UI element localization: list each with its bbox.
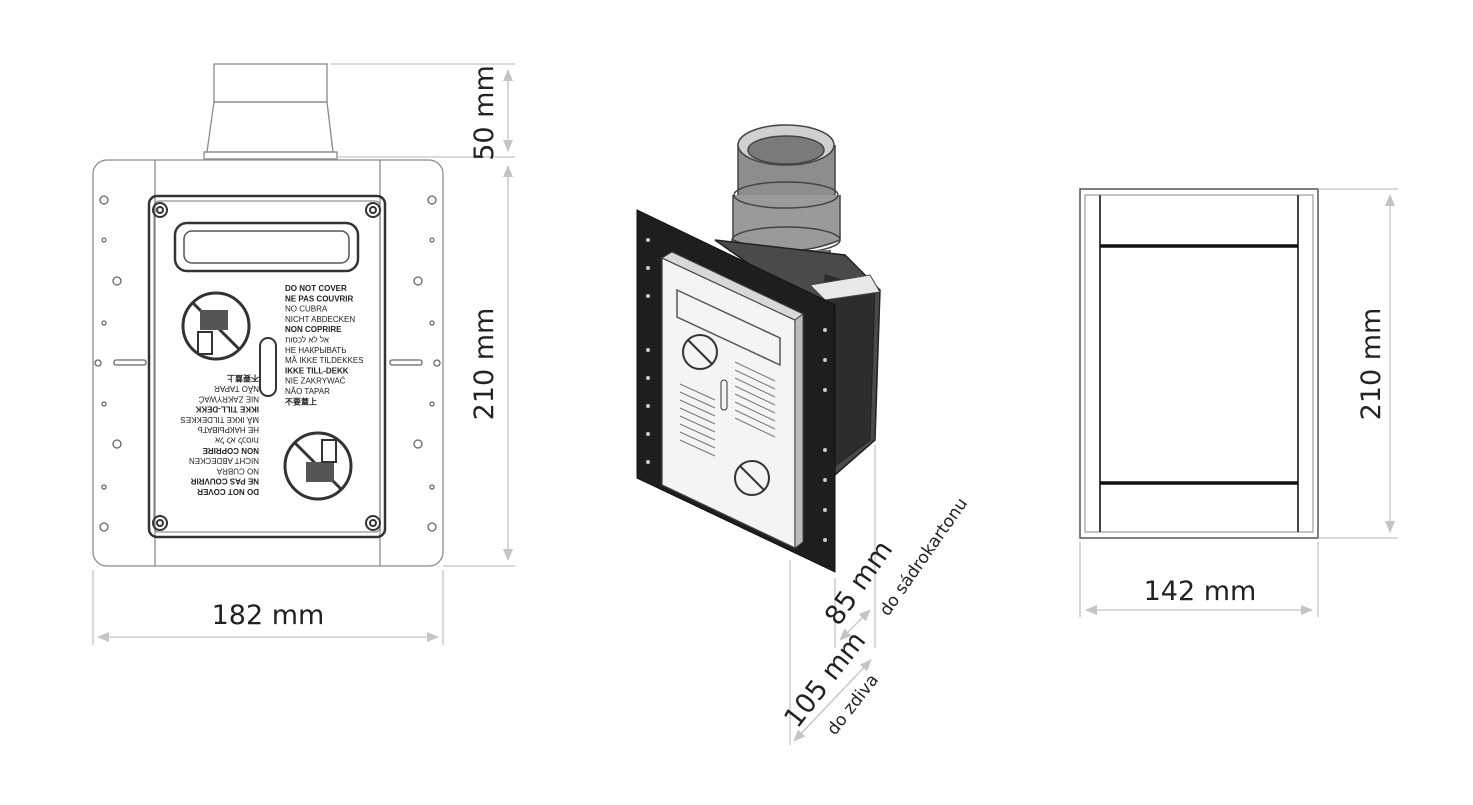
- warning-label-inverted-line: אל לא לכסות: [215, 436, 259, 445]
- center-slot: [259, 337, 277, 397]
- warning-label-line: НЕ НАКРЫВАТЬ: [285, 346, 346, 355]
- frame-holes: [94, 195, 441, 532]
- warning-label-inverted-line: NICHT ABDECKEN: [189, 456, 259, 465]
- warning-label-inverted-line: IKKE TILL-DEKK: [195, 405, 259, 414]
- corner-screws: [152, 202, 381, 531]
- side-dimension-lines: [1079, 188, 1398, 617]
- dim-depth-wall: 105 mm: [778, 626, 872, 734]
- iso-dimension-lines: [789, 445, 876, 745]
- side-outline: [1079, 188, 1319, 539]
- warning-label-line: NO CUBRA: [285, 305, 328, 314]
- warning-label-line: NICHT ABDECKEN: [285, 315, 355, 324]
- dim-front-width: 182 mm: [212, 600, 325, 631]
- warning-label-inverted-line: DO NOT COVER: [197, 487, 259, 496]
- warning-label-line: NON COPRIRE: [285, 325, 342, 334]
- warning-label-inverted-line: NIE ZAKRYWAĆ: [198, 394, 259, 403]
- mounting-frame: [92, 159, 444, 567]
- front-view: [92, 63, 444, 567]
- warning-label-line: NIE ZAKRYWAĆ: [285, 377, 346, 386]
- warning-label-inverted-line: NÃO TAPAR: [214, 384, 259, 393]
- warning-label-inverted-line: MÅ IKKE TILDEKKES: [180, 415, 259, 424]
- warning-label-inverted-line: НЕ НАКРЫВАТЬ: [198, 425, 259, 434]
- dim-side-height: 210 mm: [1356, 308, 1387, 421]
- dim-side-width: 142 mm: [1144, 576, 1257, 607]
- no-cover-icon: [181, 291, 251, 361]
- warning-label-inverted-line: NO CUBRA: [216, 466, 259, 475]
- pipe-body: [206, 101, 334, 153]
- warning-label-line: IKKE TILL-DEKK: [285, 366, 349, 375]
- warning-label-line: אל לא לכסות: [285, 336, 329, 345]
- cover-plate: [147, 194, 387, 539]
- side-view: [1079, 188, 1319, 539]
- dim-front-height: 210 mm: [469, 308, 500, 421]
- no-cover-icon: [283, 431, 353, 501]
- handle-slot: [173, 221, 360, 273]
- warning-label-line: MÅ IKKE TILDEKKES: [285, 356, 364, 365]
- isometric-view: [636, 124, 881, 573]
- pipe-collar: [213, 63, 328, 103]
- warning-label-inverted-line: NE PAS COUVRIR: [190, 477, 259, 486]
- warning-label-line: NÃO TAPAR: [285, 387, 330, 396]
- front-dimension-lines: [92, 63, 515, 645]
- dim-top-pipe: 50 mm: [469, 65, 500, 161]
- warning-label-inverted-line: NON COPRIRE: [202, 446, 259, 455]
- warning-label-line: NE PAS COUVRIR: [285, 294, 354, 303]
- warning-label-line: DO NOT COVER: [285, 284, 347, 293]
- warning-label-line: 不要蓋上: [285, 396, 317, 406]
- warning-label-inverted-line: 不要蓋上: [227, 374, 259, 384]
